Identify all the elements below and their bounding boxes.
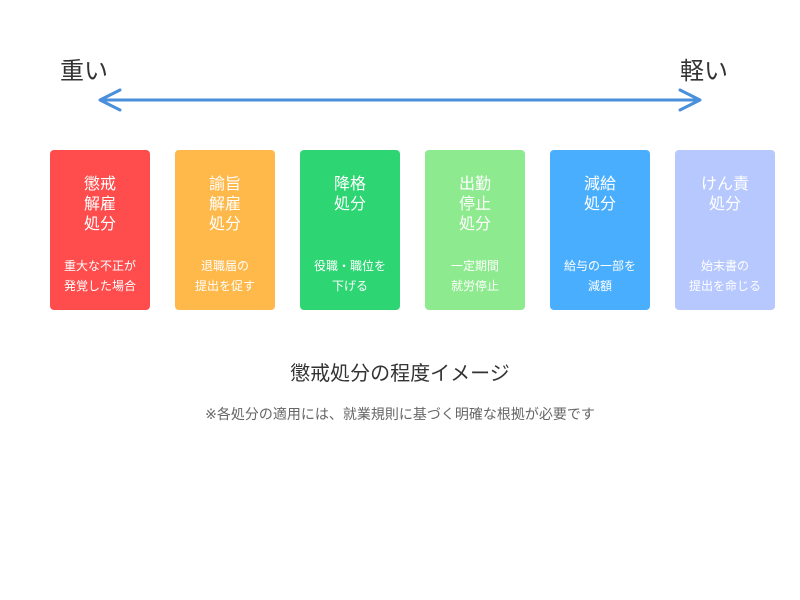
card-description: 退職届の 提出を促す xyxy=(194,259,255,293)
card-title: 降格 処分 xyxy=(333,174,366,213)
card-description: 役職・職位を 下げる xyxy=(313,259,386,293)
card-description: 重大な不正が 発覚した場合 xyxy=(63,259,136,293)
card-reprimand: けん責 処分 始末書の 提出を命じる xyxy=(675,150,775,310)
card-title: 出勤 停止 処分 xyxy=(458,174,491,233)
light-label: 軽い xyxy=(680,57,728,85)
card-title: 減給 処分 xyxy=(583,174,616,213)
card-demotion: 降格 処分 役職・職位を 下げる xyxy=(300,150,400,310)
card-title: 諭旨 解雇 処分 xyxy=(208,174,241,233)
diagram-caption: 懲戒処分の程度イメージ xyxy=(290,361,510,385)
card-description: 給与の一部を 減額 xyxy=(563,259,636,293)
card-description: 一定期間 就労停止 xyxy=(450,259,499,293)
footnote: ※各処分の適用には、就業規則に基づく明確な根拠が必要です xyxy=(205,407,595,423)
card-title: けん責 処分 xyxy=(700,174,749,213)
card-title: 懲戒 解雇 処分 xyxy=(83,174,116,233)
card-suspension: 出勤 停止 処分 一定期間 就労停止 xyxy=(425,150,525,310)
arrow-head-left xyxy=(98,88,122,112)
heavy-label: 重い xyxy=(60,57,108,85)
card-advised-dismissal: 諭旨 解雇 処分 退職届の 提出を促す xyxy=(175,150,275,310)
arrow-head-right xyxy=(678,88,702,112)
card-pay-reduction: 減給 処分 給与の一部を 減額 xyxy=(550,150,650,310)
double-arrow-icon xyxy=(98,88,702,112)
card-description: 始末書の 提出を命じる xyxy=(688,259,761,293)
card-disciplinary-dismissal: 懲戒 解雇 処分 重大な不正が 発覚した場合 xyxy=(50,150,150,310)
